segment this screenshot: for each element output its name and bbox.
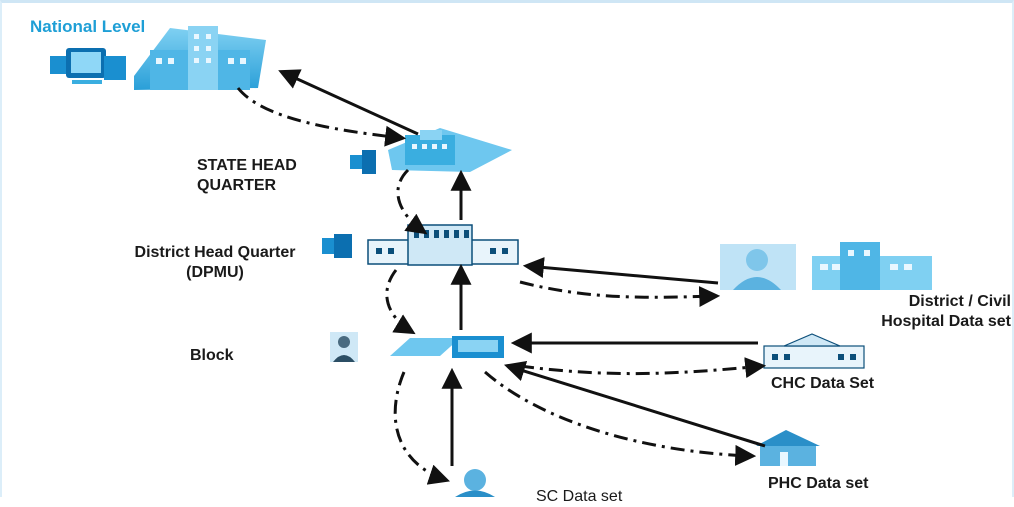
dash-district-to-dh <box>519 280 721 308</box>
chc-label: CHC Data Set <box>771 375 875 392</box>
district-hq-label-line1: District Head Quarter <box>134 244 296 261</box>
district-hq-label-line2: (DPMU) <box>186 264 244 281</box>
arrow-state-to-national <box>278 69 419 136</box>
block-label: Block <box>190 347 234 364</box>
feedback-arrows <box>236 87 767 485</box>
report-arrows <box>278 69 766 466</box>
dash-block-to-phc <box>484 370 757 466</box>
state-hq-label: STATE HEAD QUARTER <box>197 156 327 196</box>
sc-label: SC Data set <box>536 488 623 505</box>
district-hq-label: District Head Quarter (DPMU) <box>110 243 320 283</box>
doctor-icon <box>720 244 796 290</box>
national-level-label: National Level <box>30 17 146 36</box>
dash-state-to-district <box>396 168 428 235</box>
phc-house-icon <box>756 430 820 466</box>
hospital-building-icon <box>134 26 266 90</box>
chc-building-icon <box>763 333 865 369</box>
district-building-icon <box>322 224 519 266</box>
dash-district-to-block <box>385 269 416 335</box>
arrow-phc-to-block <box>503 360 766 448</box>
dash-block-to-sc <box>393 371 450 485</box>
hospital-icon <box>812 242 932 290</box>
state-hq-label-line1: STATE HEAD <box>197 157 297 174</box>
doctor-icon <box>330 332 358 362</box>
district-hospital-label: District / Civil Hospital Data set <box>821 292 1011 332</box>
district-hospital-label-line1: District / Civil <box>908 293 1011 310</box>
dash-national-to-state <box>236 87 407 147</box>
phc-label: PHC Data set <box>768 475 869 492</box>
computer-icon <box>50 48 126 84</box>
arrow-dh-to-district <box>522 257 719 285</box>
state-hq-label-line2: QUARTER <box>197 177 277 194</box>
district-hospital-label-line2: Hospital Data set <box>881 313 1011 330</box>
person-icon <box>455 469 495 497</box>
state-building-icon <box>350 128 512 174</box>
dash-block-to-chc <box>519 357 767 379</box>
block-computer-icon <box>390 336 504 358</box>
